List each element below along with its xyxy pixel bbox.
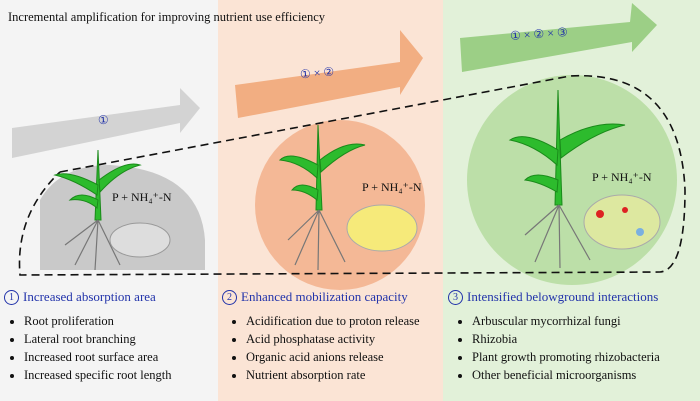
list-item: Acidification due to proton release bbox=[246, 312, 420, 330]
microbe bbox=[622, 207, 628, 213]
figure-title: Incremental amplification for improving … bbox=[8, 10, 326, 24]
plant-3 bbox=[508, 89, 626, 206]
list-item: Nutrient absorption rate bbox=[246, 366, 420, 384]
nutrient-label-2: P + NH₄⁺-N bbox=[362, 180, 422, 194]
panel-3-list: Arbuscular mycorrhizal fungi Rhizobia Pl… bbox=[456, 312, 660, 384]
nutrient-label-3: P + NH₄⁺-N bbox=[592, 170, 652, 184]
list-item: Rhizobia bbox=[472, 330, 660, 348]
root-zone-2 bbox=[255, 120, 425, 290]
dashed-outline bbox=[18, 74, 686, 276]
nutrient-label-1: P + NH₄⁺-N bbox=[112, 190, 172, 204]
microbe bbox=[596, 210, 604, 218]
root-zoom-3 bbox=[583, 194, 661, 250]
roots-1 bbox=[64, 219, 121, 271]
root-zoom-1 bbox=[109, 222, 171, 258]
list-item: Acid phosphatase activity bbox=[246, 330, 420, 348]
plant-1 bbox=[53, 149, 142, 221]
list-item: Root proliferation bbox=[24, 312, 172, 330]
arrow-1 bbox=[12, 88, 200, 158]
list-item: Organic acid anions release bbox=[246, 348, 420, 366]
list-item: Lateral root branching bbox=[24, 330, 172, 348]
roots-2 bbox=[287, 209, 346, 271]
list-item: Increased specific root length bbox=[24, 366, 172, 384]
root-zoom-2 bbox=[346, 204, 418, 252]
microbe bbox=[636, 228, 644, 236]
panel-2-list: Acidification due to proton release Acid… bbox=[230, 312, 420, 384]
list-item: Other beneficial microorganisms bbox=[472, 366, 660, 384]
panel-1-list: Root proliferation Lateral root branchin… bbox=[8, 312, 172, 384]
list-item: Increased root surface area bbox=[24, 348, 172, 366]
roots-3 bbox=[524, 204, 591, 269]
arrow-2-label: ① × ② bbox=[299, 64, 335, 82]
list-item: Arbuscular mycorrhizal fungi bbox=[472, 312, 660, 330]
arrow-2 bbox=[235, 30, 423, 118]
list-item: Plant growth promoting rhizobacteria bbox=[472, 348, 660, 366]
arrow-3 bbox=[460, 3, 657, 72]
plant-2 bbox=[278, 124, 366, 211]
arrow-1-label: ① bbox=[97, 112, 110, 128]
